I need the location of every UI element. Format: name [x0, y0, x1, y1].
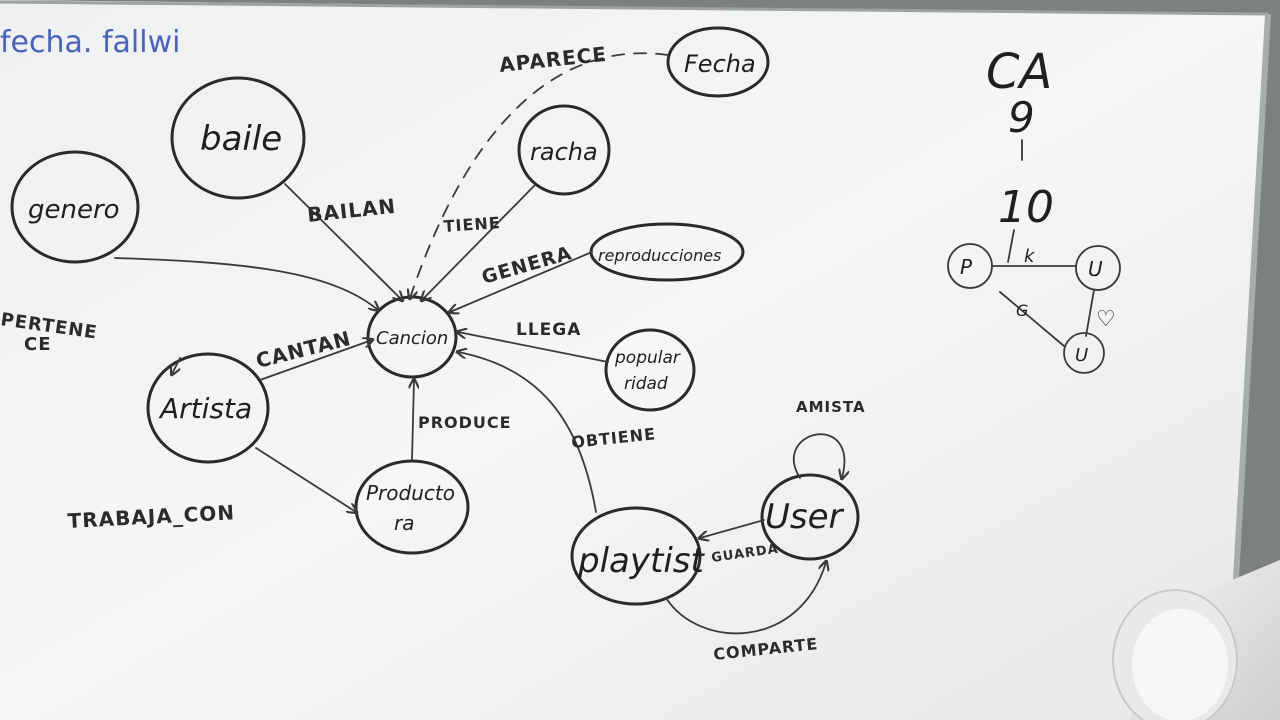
edge-aparece-line: [410, 52, 669, 298]
node-user: [760, 473, 860, 561]
label-fecha: Fecha: [684, 50, 756, 78]
label-racha: racha: [530, 138, 598, 166]
side-label-u2: U: [1075, 345, 1088, 366]
edge-artista-hook: [172, 357, 181, 374]
node-baile: [170, 76, 306, 200]
node-fecha: [666, 26, 770, 98]
edge-pertenece-line: [114, 257, 378, 310]
edge-comparte-line: [665, 562, 826, 635]
node-popularidad: [604, 328, 696, 412]
side-node-u2: [1063, 332, 1105, 374]
edge-guarda-line: [700, 519, 765, 538]
side-edge-u-u: [1085, 289, 1095, 337]
edge-trabaja-line: [255, 447, 356, 512]
side-label-p: P: [960, 255, 973, 279]
edge-tiene-line: [422, 184, 536, 300]
edge-genera-line: [450, 251, 593, 312]
label-popularidad-line2: ridad: [624, 374, 668, 394]
side-label-g: G: [1016, 301, 1028, 320]
edge-label-tiene: TIENE: [443, 213, 501, 236]
board-top-edge: [0, 0, 1269, 16]
node-artista: [146, 352, 270, 464]
label-popularidad-line1: popular: [614, 348, 681, 368]
node-racha: [517, 104, 611, 196]
label-cancion: Cancion: [376, 328, 448, 349]
side-label-10: 10: [998, 182, 1054, 233]
edge-obtiene-line: [458, 352, 597, 513]
label-productora-line2: ra: [394, 511, 414, 535]
foreground-cylinder: [1112, 560, 1280, 720]
side-edge-p-u2: [999, 291, 1065, 347]
side-label-9: 9: [1008, 93, 1035, 142]
edge-amista-loop: [792, 433, 845, 478]
node-genero: [10, 150, 140, 264]
label-playlist: playtist: [577, 541, 705, 581]
side-label-u1: U: [1088, 257, 1103, 281]
side-connector-2: [1007, 229, 1015, 263]
top-left-scribble: fecha. fallwi: [0, 25, 180, 60]
edge-label-amista: AMISTA: [796, 398, 866, 416]
edge-cantan-line: [259, 340, 372, 381]
label-genero: genero: [28, 195, 120, 225]
edge-label-llega: LLEGA: [516, 320, 581, 340]
edge-label-pertenece-line2: CE: [24, 334, 52, 355]
edge-bailan-line: [284, 183, 402, 300]
edge-label-produce: PRODUCE: [418, 413, 512, 432]
edge-produce-line: [412, 380, 414, 461]
edge-llega-line: [458, 332, 609, 363]
label-artista: Artista: [158, 392, 252, 425]
label-reproducciones: reproducciones: [598, 246, 721, 265]
side-label-heart: ♡: [1096, 307, 1116, 332]
node-playlist: [570, 506, 702, 606]
side-label-ca: CA: [986, 44, 1052, 100]
side-node-u1: [1075, 245, 1121, 291]
side-label-k: k: [1024, 246, 1036, 267]
label-baile: baile: [200, 119, 282, 159]
label-productora-line1: Producto: [366, 481, 455, 505]
label-user: User: [765, 497, 845, 537]
